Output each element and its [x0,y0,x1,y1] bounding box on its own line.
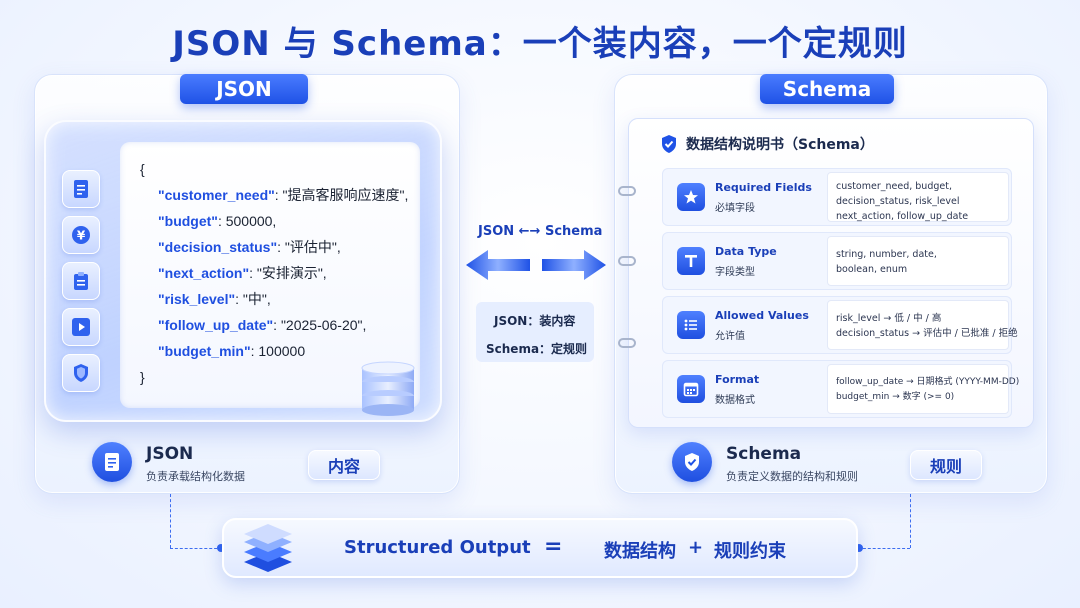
rule-constraint-label: 规则约束 [714,541,786,562]
double-arrow-icon [466,250,606,280]
schema-row-format: Format 数据格式 follow_up_date → 日期格式 (YYYY-… [662,360,1019,418]
json-content-badge: 内容 [308,450,380,480]
code-open-brace: { [140,161,145,177]
row-subtitle: 字段类型 [715,267,755,278]
structured-output-label: Structured Output [344,537,531,558]
svg-text:¥: ¥ [77,229,86,243]
connector-dot [217,544,225,552]
connector-right-vertical [910,494,911,548]
code-close-brace: } [140,369,145,385]
document-icon [62,170,100,208]
clipboard-icon [62,262,100,300]
schema-shield-icon [672,442,712,482]
json-code: { "customer_need": "提高客服响应速度", "budget":… [140,156,420,390]
row-detail: follow_up_date → 日期格式 (YYYY-MM-DD) budge… [827,364,1019,414]
code-line: "next_action": "安排演示", [158,265,327,281]
json-document-icon [92,442,132,482]
schema-rules-badge: 规则 [910,450,982,480]
row-title: Format [715,373,760,386]
yen-coin-icon: ¥ [62,216,100,254]
summary-box [476,302,594,362]
database-icon [361,361,415,416]
row-title: Data Type [715,245,777,258]
json-side-icons: ¥ [62,170,102,400]
list-icon [677,311,705,339]
row-title: Required Fields [715,181,812,194]
type-t-icon [677,247,705,275]
plus-sign: + [688,537,704,558]
data-structure-label: 数据结构 [604,541,676,562]
connector-right-horizontal [858,548,910,549]
row-detail: string, number, date, boolean, enum [827,236,1009,286]
connector-left-vertical [170,494,171,548]
schema-row-required: Required Fields 必填字段 customer_need, budg… [662,168,1012,226]
code-line: "risk_level": "中", [158,291,271,307]
summary-schema-line: Schema：定规则 [486,342,588,356]
layers-icon [244,524,292,572]
play-icon [62,308,100,346]
code-line: "budget": 500000, [158,213,277,229]
schema-row-datatype: Data Type 字段类型 string, number, date, boo… [662,232,1012,290]
connector-left-horizontal [170,548,222,549]
code-line: "follow_up_date": "2025-06-20", [158,317,367,333]
json-tab-label: JSON [180,74,308,104]
code-line: "customer_need": "提高客服响应速度", [158,187,409,203]
row-subtitle: 允许值 [715,331,745,342]
connector-dot [855,544,863,552]
json-footer-subtitle: 负责承载结构化数据 [146,470,245,483]
schema-footer-subtitle: 负责定义数据的结构和规则 [726,470,858,483]
code-line: "decision_status": "评估中", [158,239,341,255]
row-detail: risk_level → 低 / 中 / 高 decision_status →… [827,300,1018,350]
schema-tab-label: Schema [760,74,894,104]
summary-json-line: JSON：装内容 [494,314,576,328]
binder-ring [618,256,636,266]
arrow-label: JSON ←→ Schema [478,224,603,239]
star-icon [677,183,705,211]
page-title: JSON 与 Schema：一个装内容，一个定规则 [172,24,908,64]
schema-header-text: 数据结构说明书（Schema） [686,137,874,153]
code-line: "budget_min": 100000 [158,343,306,359]
structured-output-bar [222,518,858,578]
shield-icon [62,354,100,392]
shield-check-icon [662,135,676,153]
binder-ring [618,338,636,348]
row-detail: customer_need, budget, decision_status, … [827,172,1009,222]
equals-sign: = [544,534,563,559]
json-footer-title: JSON [146,444,194,464]
schema-footer-title: Schema [726,444,802,464]
schema-row-allowed: Allowed Values 允许值 risk_level → 低 / 中 / … [662,296,1018,354]
row-title: Allowed Values [715,309,809,322]
row-subtitle: 数据格式 [715,395,755,406]
schema-header: 数据结构说明书（Schema） [660,134,874,154]
binder-ring [618,186,636,196]
calendar-icon [677,375,705,403]
row-subtitle: 必填字段 [715,203,755,214]
